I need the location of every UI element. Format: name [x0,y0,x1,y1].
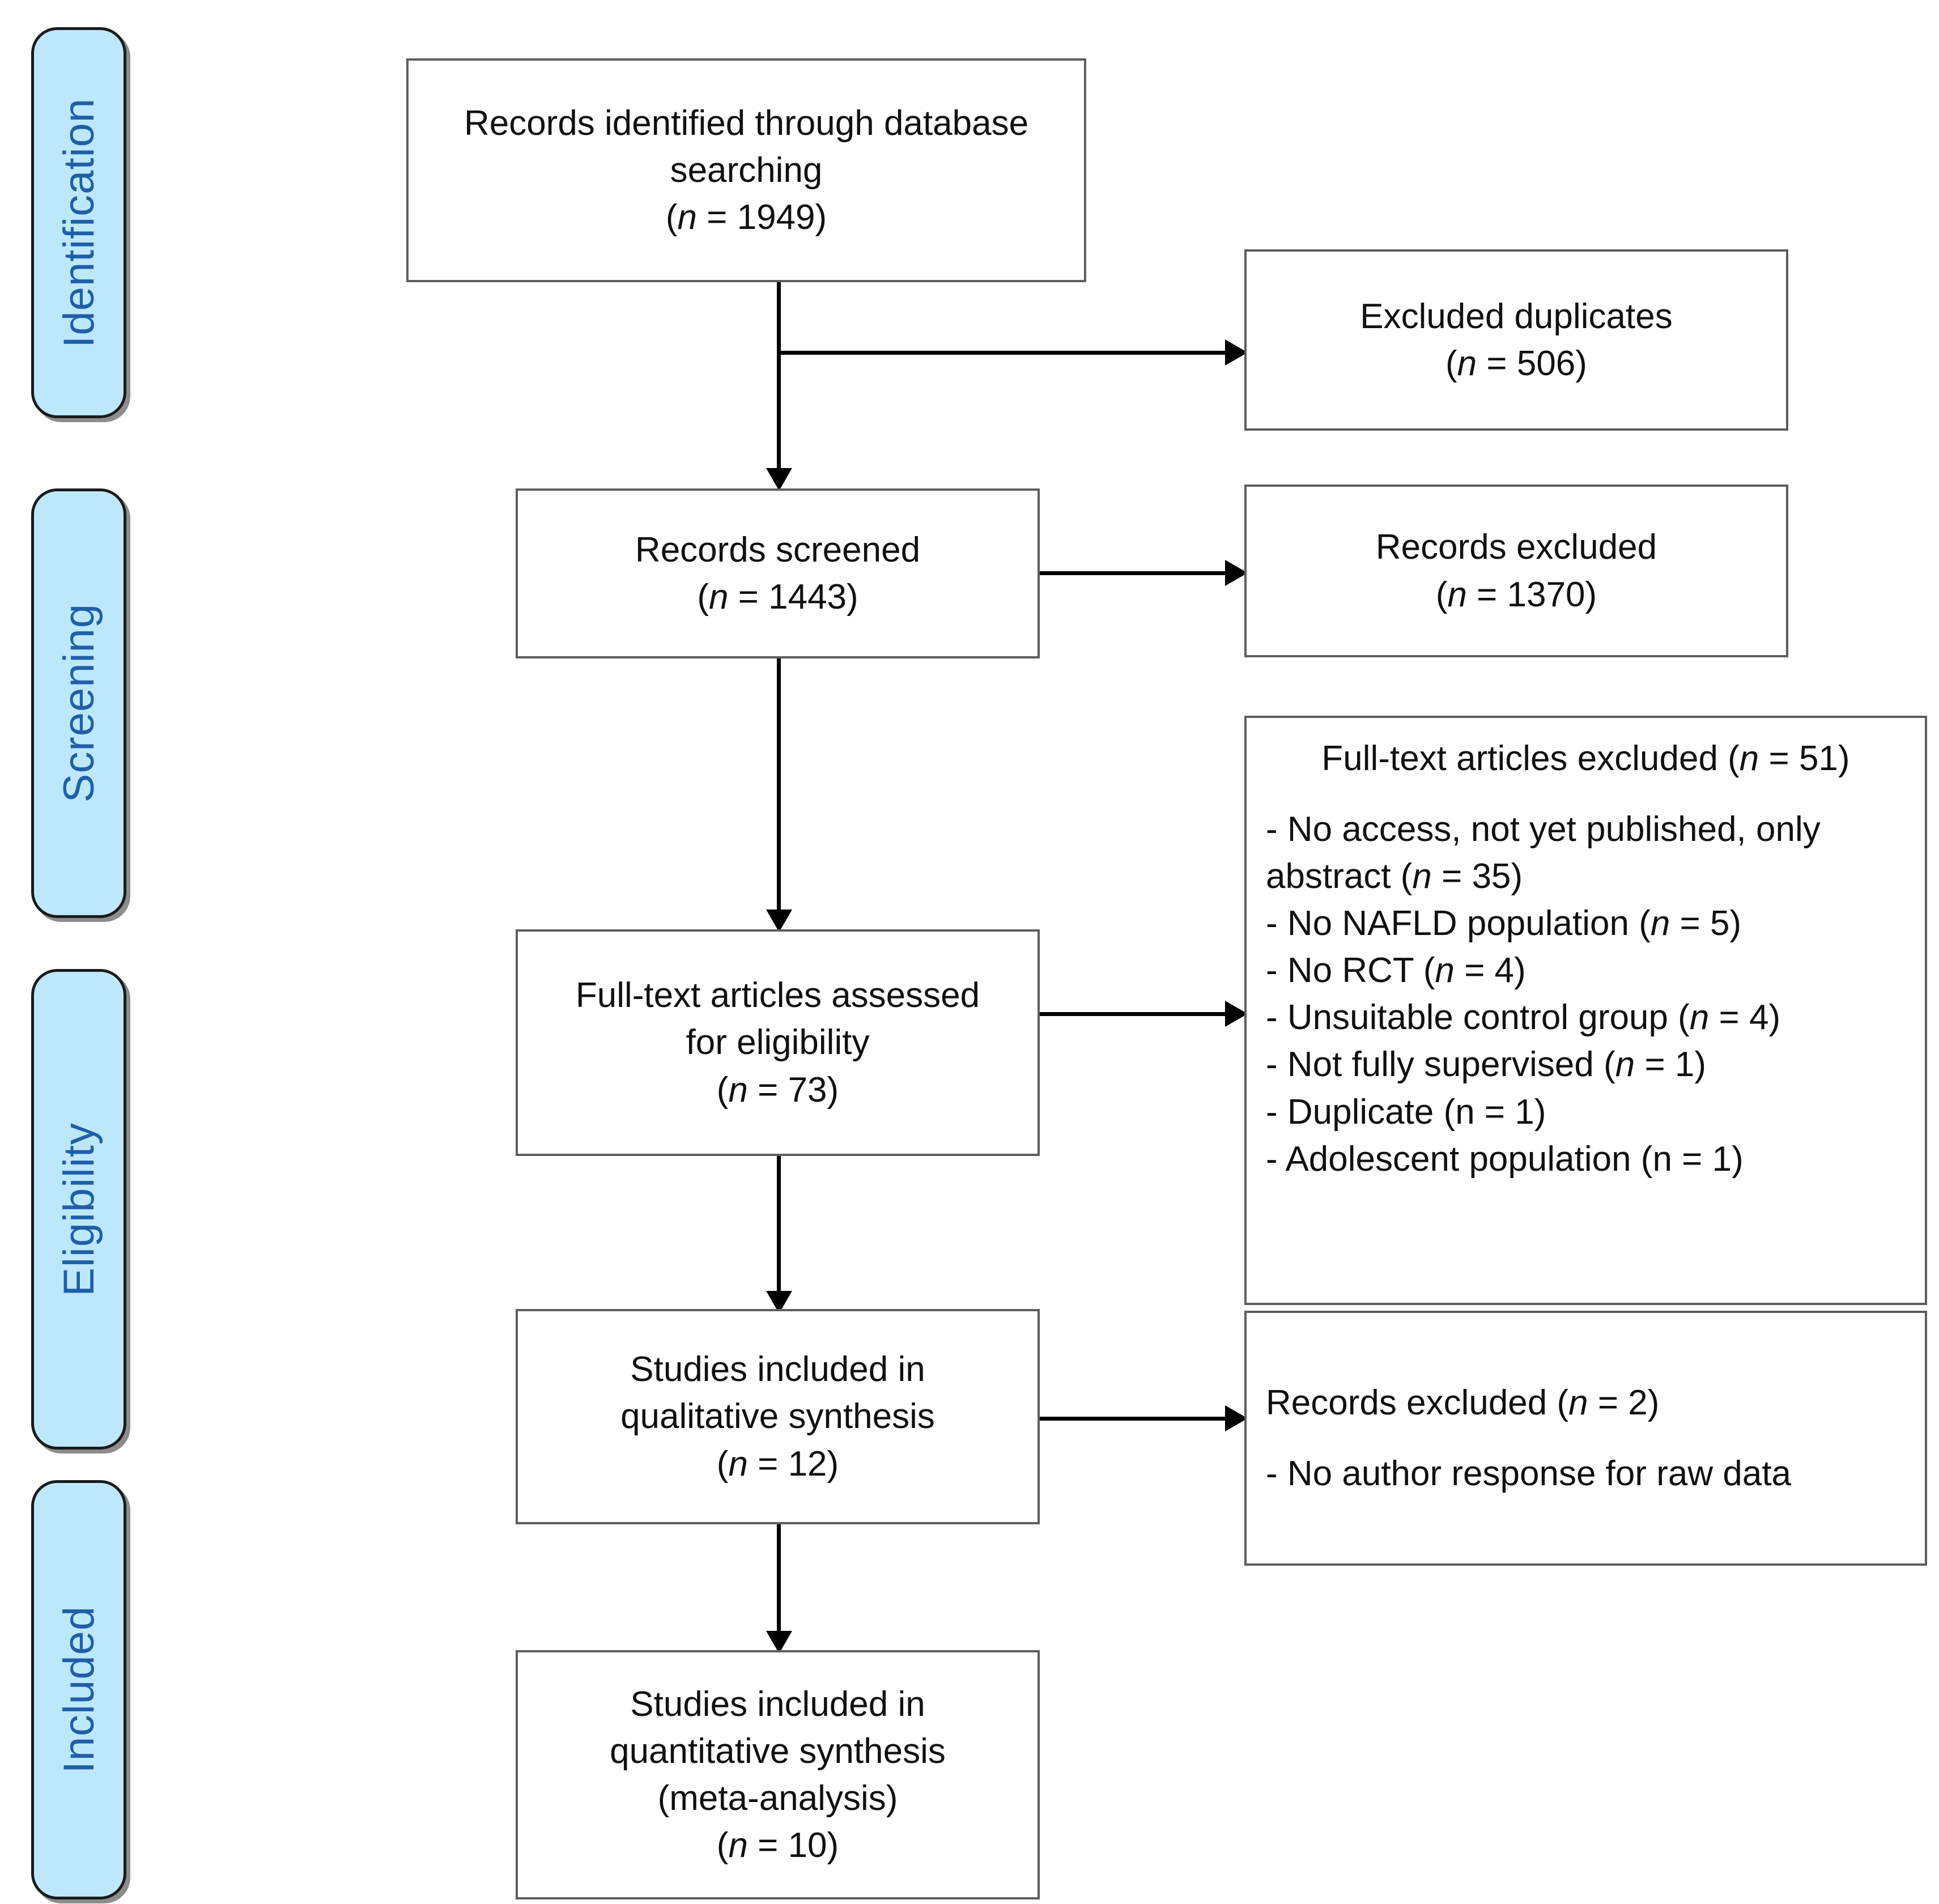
connector-trunk-3 [777,1156,781,1298]
box-records-screened: Records screened (n = 1443) [516,488,1040,658]
fulltext-excluded-reason: - Unsuitable control group (n = 4) [1266,998,1781,1038]
fulltext-excluded-reason: - Adolescent population (n = 1) [1266,1139,1744,1179]
fulltext-assessed-count: (n = 73) [716,1070,839,1110]
box-fulltext-assessed: Full-text articles assessed for eligibil… [516,929,1040,1156]
arrow-right-records-excluded [1225,560,1248,586]
records-excluded-eligibility-reason: - No author response for raw data [1266,1454,1792,1493]
quantitative-synthesis-count: (n = 10) [716,1826,839,1865]
stage-label-screening: Screening [54,604,103,803]
stage-pill-identification: Identification [31,27,126,418]
records-identified-line1: Records identified through database [464,103,1029,143]
connector-branch-fulltext-excluded [1040,1012,1232,1016]
connector-trunk-2 [777,658,781,916]
excluded-duplicates-line1: Excluded duplicates [1360,296,1673,336]
arrow-down-2 [766,910,792,932]
box-records-excluded-screening: Records excluded (n = 1370) [1244,484,1788,657]
fulltext-excluded-heading: Full-text articles excluded (n = 51) [1321,739,1850,778]
quantitative-synthesis-line2: quantitative synthesis [610,1731,946,1771]
connector-trunk-1 [777,282,781,475]
records-excluded-screening-count: (n = 1370) [1435,575,1597,614]
arrow-down-4 [766,1631,792,1654]
qualitative-synthesis-line2: qualitative synthesis [620,1397,935,1436]
stage-pill-included: Included [31,1480,126,1899]
connector-trunk-4 [777,1524,781,1652]
box-qualitative-synthesis: Studies included in qualitative synthesi… [516,1309,1040,1524]
records-identified-line2: searching [670,150,823,190]
stage-label-eligibility: Eligibility [54,1122,103,1297]
records-identified-count: (n = 1949) [665,198,827,237]
qualitative-synthesis-count: (n = 12) [716,1444,839,1484]
records-excluded-eligibility-heading: Records excluded (n = 2) [1266,1383,1660,1422]
box-records-identified: Records identified through database sear… [406,58,1086,282]
box-records-excluded-eligibility: Records excluded (n = 2) - No author res… [1244,1311,1927,1566]
stage-label-identification: Identification [54,97,103,348]
fulltext-excluded-reason: - No NAFLD population (n = 5) [1266,904,1742,944]
arrow-right-records-excluded-2 [1225,1405,1248,1431]
qualitative-synthesis-line1: Studies included in [630,1350,925,1389]
fulltext-excluded-reason: - Not fully supervised (n = 1) [1266,1045,1707,1085]
box-quantitative-synthesis: Studies included in quantitative synthes… [516,1650,1040,1899]
arrow-down-1 [766,468,792,491]
fulltext-excluded-reason: - Duplicate (n = 1) [1266,1092,1546,1132]
connector-branch-records-excluded [1040,571,1232,575]
fulltext-assessed-line1: Full-text articles assessed [575,976,980,1015]
quantitative-synthesis-line1: Studies included in [630,1684,925,1724]
connector-branch-records-excluded-2 [1040,1417,1232,1421]
arrow-right-fulltext-excluded [1225,1001,1248,1027]
box-excluded-duplicates: Excluded duplicates (n = 506) [1244,249,1788,431]
stage-label-included: Included [54,1606,103,1774]
records-screened-line1: Records screened [635,530,921,570]
box-fulltext-excluded: Full-text articles excluded (n = 51) - N… [1244,716,1927,1305]
records-excluded-screening-line1: Records excluded [1375,528,1657,567]
fulltext-excluded-reason: - No RCT (n = 4) [1266,951,1526,991]
fulltext-excluded-reason: - No access, not yet published, only abs… [1266,810,1821,896]
arrow-right-duplicates [1225,339,1248,366]
excluded-duplicates-count: (n = 506) [1445,344,1587,383]
connector-branch-duplicates [777,351,1232,355]
records-screened-count: (n = 1443) [697,577,858,617]
fulltext-assessed-line2: for eligibility [686,1023,870,1062]
stage-pill-screening: Screening [31,488,126,918]
quantitative-synthesis-line3: (meta-analysis) [657,1779,898,1818]
stage-pill-eligibility: Eligibility [31,969,126,1450]
